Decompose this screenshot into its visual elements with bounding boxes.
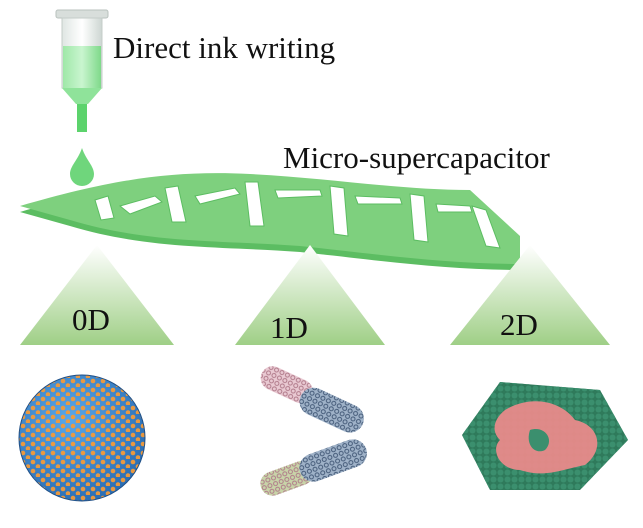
2d-nanosheet-image: [462, 382, 628, 490]
direct-ink-writing-label: Direct ink writing: [113, 30, 336, 65]
triangle-2d: [450, 245, 610, 345]
micro-supercapacitor-electrode: [20, 173, 520, 270]
0d-nanosphere-image: [18, 374, 146, 502]
micro-supercapacitor-label: Micro-supercapacitor: [283, 140, 550, 175]
dimension-label-0d: 0D: [72, 302, 110, 337]
1d-nanotubes-image: [260, 366, 367, 496]
triangle-1d: [235, 245, 385, 345]
dimension-label-1d: 1D: [270, 310, 308, 345]
ink-droplet-icon: [70, 148, 94, 186]
triangle-0d: [20, 245, 174, 345]
dimension-label-2d: 2D: [500, 307, 538, 342]
syringe-icon: [55, 9, 109, 132]
